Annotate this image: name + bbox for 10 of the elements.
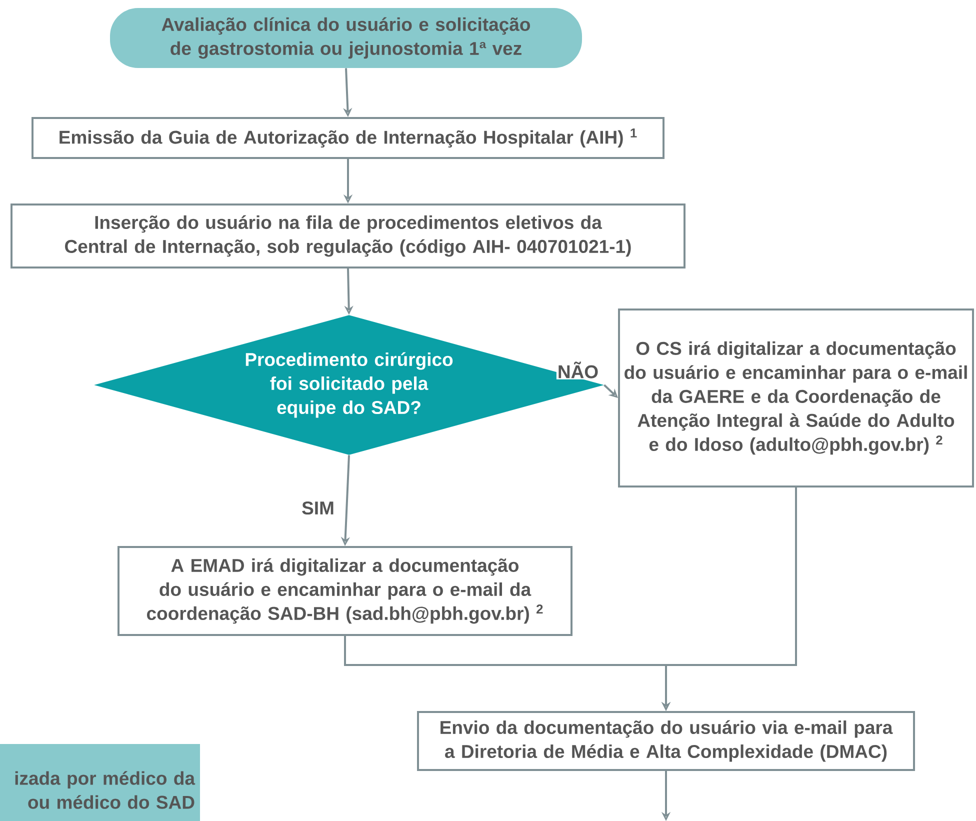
process-box: A EMAD irá digitalizar a documentação do usuário e encaminhar para o e-mail da coordenação SAD-BH (sad.bh@pbh.gov.br) $^{2}$	[118, 546, 572, 636]
note-box: izada por médico da ou médico do SAD	[0, 744, 200, 821]
arrow	[604, 384, 618, 398]
process-box: Emissão da Guia de Autorização de Internação Hospitalar (AIH) $^{1}$	[32, 117, 665, 159]
edge-label: NÃO	[556, 360, 600, 380]
process-box: O CS irá digitalizar a documentação do usuário e encaminhar para o e-mail da GAERE e da Coordenação de Atenção Integral à Saúde do Adulto e do Idoso (adulto@pbh.gov.br) $^{2}$	[618, 308, 974, 488]
edge-label: SIM	[300, 500, 336, 516]
start-terminal: Avaliação clínica do usuário e solicitação de gastrostomia ou jejunostomia 1ª vez	[110, 8, 582, 68]
process-box: Envio da documentação do usuário via e-mail para a Diretoria de Média e Alta Complexidade (DMAC)	[417, 711, 916, 771]
process-box: Inserção do usuário na fila de procedimentos eletivos da Central de Internação, sob regulação (código AIH- 040701021-1)	[10, 204, 686, 268]
